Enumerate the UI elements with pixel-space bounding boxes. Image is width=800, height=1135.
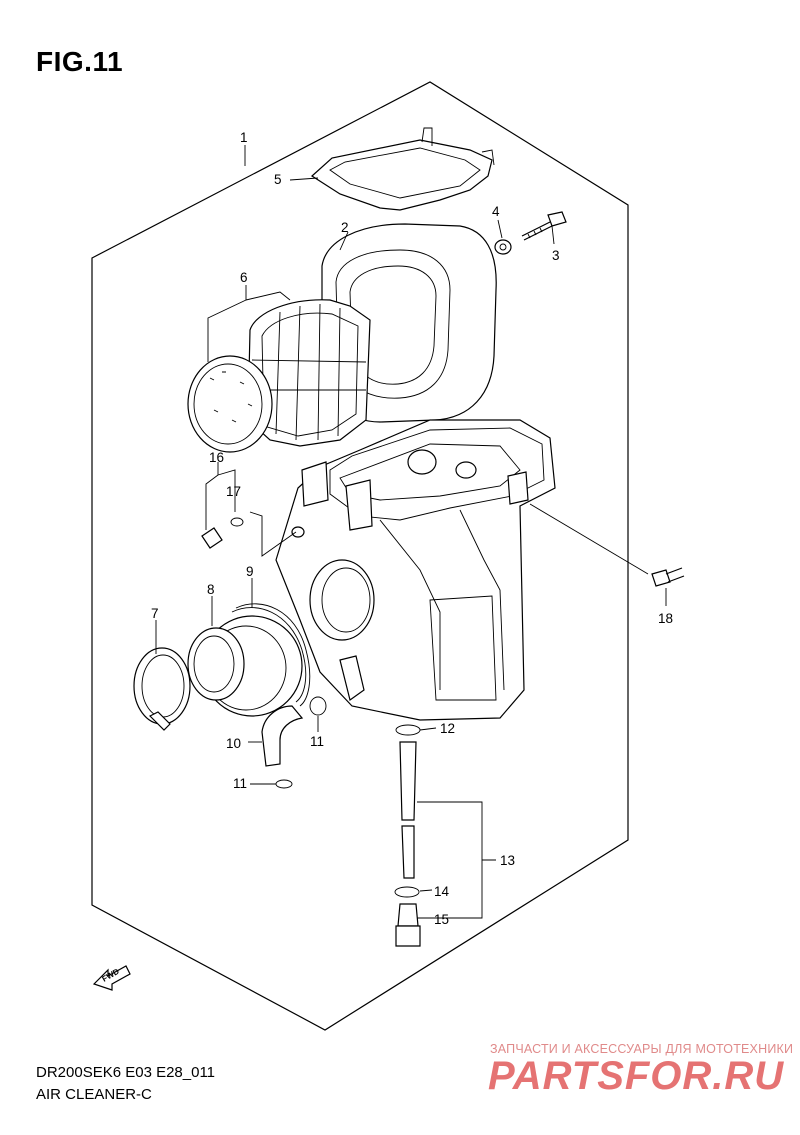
- part-3-screw: [521, 211, 567, 241]
- part-14-clamp: [394, 886, 420, 898]
- assembly-boundary: [91, 81, 629, 1031]
- diagram-name: AIR CLEANER-C: [36, 1086, 152, 1103]
- figure-title: FIG.11: [36, 46, 124, 77]
- part-15-fitting: [395, 903, 421, 947]
- part-8-intake-boot: [187, 615, 303, 717]
- watermark-tagline: ЗАПЧАСТИ И АКСЕССУАРЫ ДЛЯ МОТОТЕХНИКИ: [490, 1042, 794, 1056]
- callout-3: 3: [552, 248, 560, 263]
- part-13-drain-tube: [399, 741, 417, 879]
- fwd-arrow-icon: [92, 965, 131, 991]
- callout-14: 14: [434, 884, 450, 899]
- watermark-logo: PARTSFOR.RU: [488, 1054, 785, 1098]
- callout-numbers: 1 5 2 4 3 6 16 17 9 8 7 10 11 11 12 13 1…: [151, 130, 673, 927]
- callout-16: 16: [209, 450, 224, 465]
- air-cleaner-case: [275, 419, 556, 721]
- callout-7: 7: [151, 606, 159, 621]
- part-11-clip-lower: [275, 779, 293, 789]
- part-7-clamp: [133, 647, 191, 731]
- part-16-plug: [201, 527, 223, 549]
- part-12-clamp: [395, 724, 421, 736]
- callout-11-upper: 11: [310, 734, 324, 749]
- callout-1: 1: [240, 130, 248, 145]
- callout-6: 6: [240, 270, 248, 285]
- part-4-grommet: [494, 239, 512, 255]
- part-17-clip: [230, 517, 244, 527]
- part-11-clip-upper: [309, 696, 327, 716]
- callout-11-lower: 11: [233, 776, 247, 791]
- callout-13: 13: [500, 853, 515, 868]
- part-18-bolt: [651, 567, 685, 587]
- callout-10: 10: [226, 736, 241, 751]
- callout-5: 5: [274, 172, 282, 187]
- callout-4: 4: [492, 204, 500, 219]
- callout-2: 2: [341, 220, 349, 235]
- callout-17: 17: [226, 484, 241, 499]
- callout-8: 8: [207, 582, 215, 597]
- callout-18: 18: [658, 611, 673, 626]
- diagram-code: DR200SEK6 E03 E28_011: [36, 1064, 216, 1081]
- part-6-filter-cage: [187, 299, 371, 453]
- callout-12: 12: [440, 721, 455, 736]
- callout-9: 9: [246, 564, 254, 579]
- part-5-cover-plate: [311, 127, 495, 211]
- part-10-hose: [261, 705, 304, 767]
- callout-15: 15: [434, 912, 449, 927]
- leader-lines: [155, 145, 667, 919]
